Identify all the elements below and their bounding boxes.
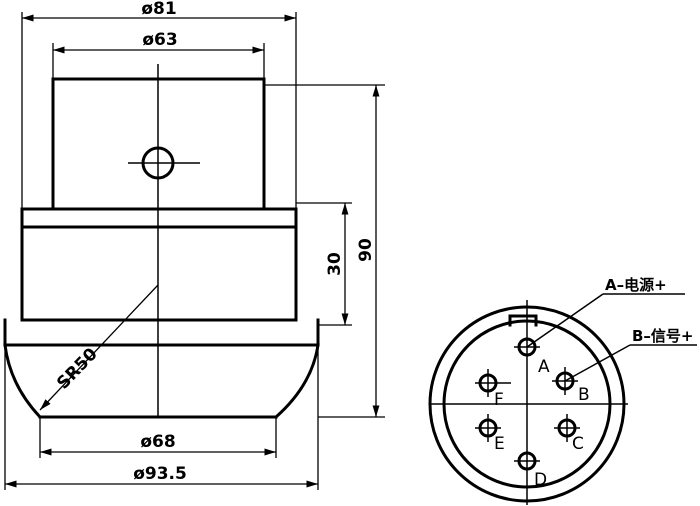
pin-a: A <box>514 337 550 377</box>
pin-label-e: E <box>494 434 505 454</box>
dim-base-diameter: ø93.5 <box>133 464 187 484</box>
pin-label-c: C <box>572 434 584 454</box>
sr50-leader <box>39 284 159 411</box>
pin-c: C <box>554 414 584 454</box>
side-view: ø81 ø63 90 30 SR50 ø68 ø93.5 <box>3 0 385 490</box>
dim-bottom-diameter: ø68 <box>140 432 175 452</box>
pin-d: D <box>514 451 547 490</box>
pin-e: E <box>475 414 505 454</box>
dim-height-total: 90 <box>356 238 376 262</box>
pin-label-f: F <box>494 390 504 410</box>
dome-right-curve <box>273 343 320 420</box>
pin-label-a: A <box>538 357 550 377</box>
pin-label-b: B <box>578 385 590 405</box>
pin-label-d: D <box>534 470 547 490</box>
pin-f: F <box>475 369 511 410</box>
callout-b-text: B–信号+ <box>632 327 694 345</box>
callout-a-leader <box>526 293 604 348</box>
callout-b-leader <box>564 344 631 382</box>
key-notch <box>508 314 538 327</box>
dim-sphere-radius: SR50 <box>53 344 102 393</box>
pin-b: B <box>552 367 590 405</box>
dim-height-lower: 30 <box>325 252 345 276</box>
dim-outer-diameter: ø81 <box>141 0 176 19</box>
dim-inner-diameter: ø63 <box>142 30 177 50</box>
callout-a-text: A–电源+ <box>605 276 667 294</box>
connector-face-view: A B C D E F <box>428 276 697 505</box>
dome-left-curve <box>3 343 43 420</box>
